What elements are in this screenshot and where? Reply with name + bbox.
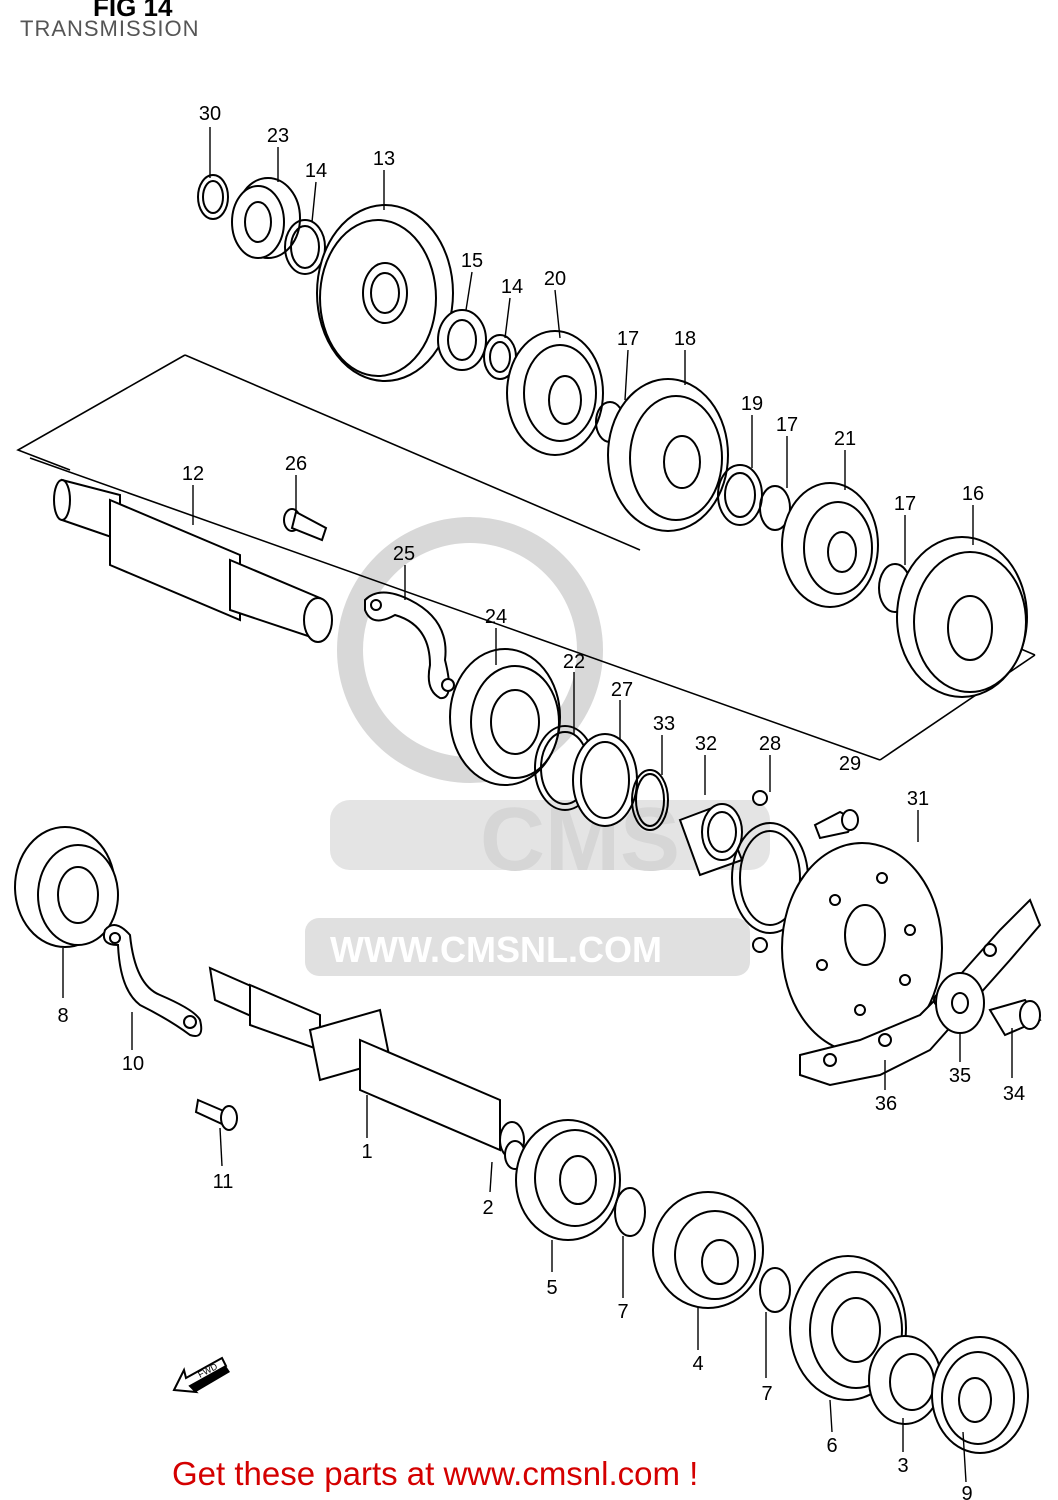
circlip-17b [759,485,791,531]
callout-29: 29 [839,753,861,775]
callout-8: 8 [57,1005,68,1027]
callout-14: 14 [501,276,523,298]
callout-2: 2 [482,1197,493,1219]
bearing-8 [14,826,119,948]
o-ring-33 [631,769,669,831]
bearing-24 [449,648,561,786]
callout-31: 31 [907,788,929,810]
callout-4: 4 [692,1353,703,1375]
gear-16 [896,536,1028,698]
callout-32: 32 [695,733,717,755]
countershaft-12 [53,478,333,643]
circlip-7b [759,1267,791,1313]
callout-10: 10 [122,1053,144,1075]
gear-3 [868,1335,942,1425]
retainer-25 [364,591,455,700]
callout-12: 12 [182,463,204,485]
spacer-32 [678,803,744,877]
gear-5 [515,1119,621,1241]
bearing-23 [231,177,301,259]
callout-17: 17 [617,328,639,350]
washer-14a [284,219,326,275]
callout-9: 9 [961,1483,972,1500]
callout-36: 36 [875,1093,897,1115]
callout-7: 7 [761,1383,772,1405]
get-parts-link[interactable]: Get these parts at www.cmsnl.com ! [172,1455,699,1492]
washer-35 [935,972,985,1034]
gear-21 [781,482,879,608]
gear-20 [506,330,604,456]
circlip-30 [197,174,229,220]
callout-1: 1 [361,1141,372,1163]
callout-16: 16 [962,483,984,505]
callout-13: 13 [373,148,395,170]
figure-number: FIG 14 [93,0,173,22]
callout-6: 6 [826,1435,837,1457]
callout-11: 11 [213,1171,234,1193]
callout-26: 26 [285,453,307,475]
callout-21: 21 [834,428,856,450]
callout-34: 34 [1003,1083,1025,1105]
callout-23: 23 [267,125,289,147]
callout-27: 27 [611,679,633,701]
leader-lines [62,127,1013,1483]
callout-14: 14 [305,160,327,182]
bolt-26 [283,508,328,542]
forward-arrow-icon: FWD [172,1356,230,1394]
watermark-url: WWW.CMSNL.COM [330,929,662,970]
callout-33: 33 [653,713,675,735]
callout-24: 24 [485,606,507,628]
callout-19: 19 [741,393,763,415]
washer-19 [717,464,763,526]
callout-28: 28 [759,733,781,755]
callout-17: 17 [776,414,798,436]
callout-17: 17 [894,493,916,515]
callout-22: 22 [563,651,585,673]
callout-7: 7 [617,1301,628,1323]
gear-13 [316,204,454,382]
gear-4 [652,1191,764,1309]
callout-35: 35 [949,1065,971,1087]
figure-title: TRANSMISSION [20,16,200,41]
retainer-10 [102,924,203,1037]
countershaft-group-frame [16,354,1036,761]
callout-18: 18 [674,328,696,350]
needle-bearing-15 [437,309,487,371]
callout-25: 25 [393,543,415,565]
bolt-34 [988,998,1042,1037]
oil-seal-27 [572,733,638,827]
callout-labels: 30 23 14 13 15 14 20 17 18 19 17 21 17 1… [57,103,1025,1500]
bearing-9 [931,1336,1029,1454]
gear-18 [607,378,729,532]
callout-30: 30 [199,103,221,125]
cmsnl-watermark: CMS WWW.CMSNL.COM [305,517,770,976]
circlip-7a [614,1187,646,1237]
callout-5: 5 [546,1277,557,1299]
callout-20: 20 [544,268,566,290]
callout-3: 3 [897,1455,908,1477]
bolt-29 [813,809,859,840]
callout-15: 15 [461,250,483,272]
screw-11 [194,1098,238,1131]
